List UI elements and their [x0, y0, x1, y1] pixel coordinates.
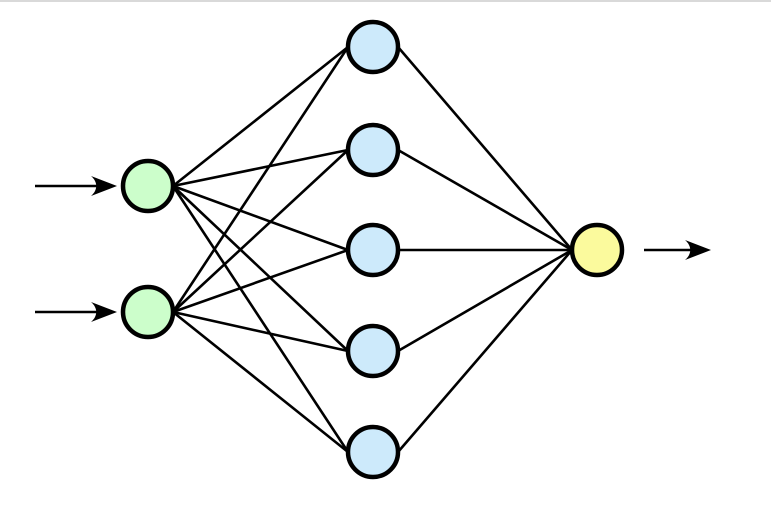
edge-hidden-4-output-1	[397, 248, 573, 353]
edge-hidden-2-output-1	[397, 148, 573, 252]
edge-input-2-hidden-2	[172, 149, 349, 313]
edge-hidden-1-output-1	[397, 46, 573, 251]
hidden-node-1	[345, 19, 401, 75]
edge-hidden-5-output-1	[397, 249, 573, 453]
edge-input-2-hidden-1	[171, 46, 350, 313]
input-node-2	[120, 284, 176, 340]
hidden-node-3	[345, 222, 401, 278]
hidden-node-5	[345, 424, 401, 480]
output-node-1	[569, 222, 625, 278]
edge-input-2-hidden-3	[172, 248, 349, 314]
edge-input-2-hidden-4	[172, 310, 349, 353]
output-arrow-head	[685, 240, 711, 260]
input-node-1	[120, 158, 176, 214]
input-arrow-1-head	[91, 176, 117, 196]
input-arrow-2-head	[91, 302, 117, 322]
edge-input-1-hidden-3	[172, 184, 349, 252]
edge-input-2-hidden-5	[172, 310, 349, 454]
edge-input-1-hidden-5	[171, 185, 350, 453]
edge-input-1-hidden-4	[172, 185, 349, 352]
edge-input-1-hidden-1	[172, 45, 349, 188]
hidden-node-4	[345, 323, 401, 379]
edge-input-1-hidden-2	[172, 148, 349, 188]
hidden-node-2	[345, 122, 401, 178]
